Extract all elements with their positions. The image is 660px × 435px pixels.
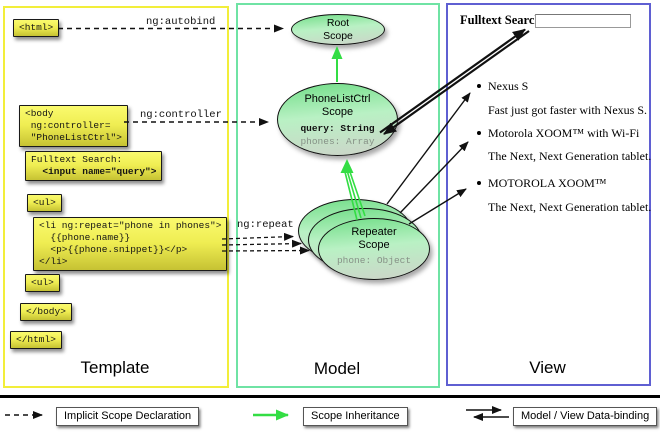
- repeater-scope-ellipse-front: Repeater Scope phone: Object: [318, 218, 430, 280]
- legend-implicit-scope-declaration: Implicit Scope Declaration: [56, 407, 200, 426]
- phonelistctrl-scope-ellipse: PhoneListCtrl Scope query: String phones…: [277, 83, 398, 156]
- legend-double-arrow: [466, 406, 509, 421]
- code-box-fulltext-input: Fulltext Search: <input name="query">: [25, 151, 163, 181]
- view-item-title: Motorola XOOM™ with Wi-Fi: [488, 126, 640, 140]
- edge-label-ng-controller: ng:controller: [140, 109, 222, 121]
- prop-phone: phone: Object: [336, 255, 412, 267]
- edge-label-ng-repeat: ng:repeat: [237, 219, 294, 231]
- fulltext-label-line: Fulltext Search:: [31, 154, 123, 165]
- view-item-desc: The Next, Next Generation tablet.: [488, 200, 652, 214]
- code-box-body-close: </body>: [20, 303, 72, 321]
- code-box-html-open: <html>: [13, 19, 60, 37]
- code-box-html-close: </html>: [10, 331, 62, 349]
- legend-model-view-data-binding: Model / View Data-binding: [513, 407, 658, 426]
- bullet-icon: [477, 84, 481, 88]
- bullet-icon: [477, 131, 481, 135]
- prop-query: query: String: [300, 123, 375, 135]
- root-scope-ellipse: Root Scope: [291, 14, 385, 45]
- code-box-ul-close: <ul>: [25, 274, 60, 292]
- bullet-icon: [477, 181, 481, 185]
- root-scope-title: Root Scope: [323, 16, 353, 42]
- phonelistctrl-scope-title: PhoneListCtrl Scope: [304, 93, 371, 119]
- view-item-desc: Fast just got faster with Nexus S.: [488, 103, 647, 117]
- template-column-label: Template: [80, 358, 150, 377]
- view-item-title: MOTOROLA XOOM™: [488, 176, 607, 190]
- model-column-label: Model: [313, 359, 361, 378]
- fulltext-search-input[interactable]: [535, 14, 631, 28]
- code-box-ul-open: <ul>: [27, 194, 62, 212]
- view-column-label: View: [529, 358, 566, 377]
- legend-separator: [0, 395, 660, 398]
- view-item-title: Nexus S: [488, 79, 529, 93]
- view-item-desc: The Next, Next Generation tablet.: [488, 149, 652, 163]
- view-search-label: Fulltext Search:: [460, 13, 546, 27]
- code-box-body-open: <body ng:controller= "PhoneListCtrl">: [19, 105, 128, 147]
- edge-label-ng-autobind: ng:autobind: [146, 16, 216, 28]
- model-column: [236, 3, 440, 388]
- legend-scope-inheritance: Scope Inheritance: [303, 407, 408, 426]
- prop-phones: phones: Array: [300, 135, 375, 147]
- code-box-li-repeat: <li ng:repeat="phone in phones"> {{phone…: [33, 217, 228, 271]
- repeater-scope-title: Repeater Scope: [351, 226, 397, 252]
- input-tag-line: <input name="query">: [31, 165, 157, 177]
- view-column: [446, 3, 651, 386]
